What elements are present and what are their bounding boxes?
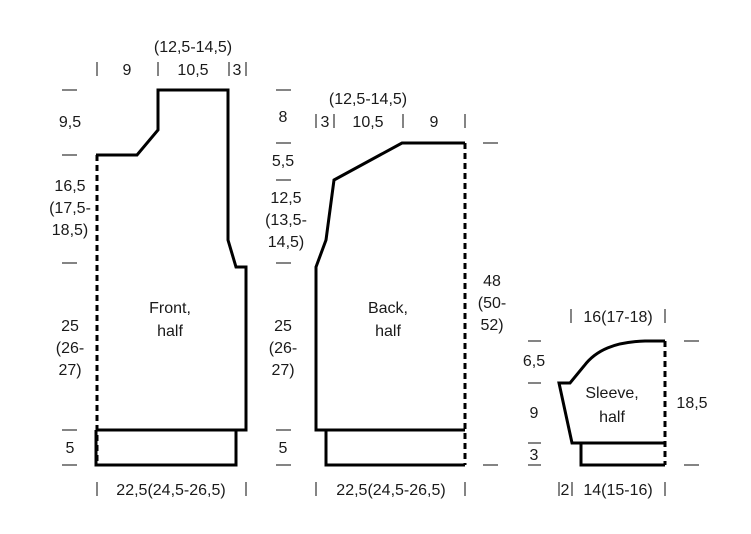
back-armhole-height-sizes: (13,5- — [265, 212, 307, 229]
back-label: Back, — [368, 300, 408, 317]
front-piece: (12,5-14,5) 9 10,5 3 9,5 16,5 (17,5- 18,… — [49, 39, 248, 499]
back-edge-width: 3 — [321, 114, 330, 131]
front-rib-height: 5 — [66, 440, 75, 457]
sleeve-piece: 16(17-18) 6,5 9 3 18,5 Sleeve, half 2 14… — [523, 309, 708, 499]
back-armhole-height: 12,5 — [270, 190, 301, 207]
front-label: Front, — [149, 300, 191, 317]
back-piece: (12,5-14,5) 3 10,5 9 8 5,5 12,5 (13,5- 1… — [265, 89, 506, 499]
sleeve-cuff-width: 14(15-16) — [583, 482, 652, 499]
front-shoulder-width: 9 — [123, 62, 132, 79]
front-ribbing — [94, 430, 238, 467]
back-armhole-height-sizes: 14,5) — [268, 234, 304, 251]
back-shoulder-width: 9 — [430, 114, 439, 131]
front-body-height-sizes: 27) — [58, 362, 81, 379]
front-label-sub: half — [157, 323, 183, 340]
back-neck-width-sizes: (12,5-14,5) — [329, 91, 407, 108]
back-neck-height: 8 — [279, 109, 288, 126]
sleeve-top-width: 16(17-18) — [583, 309, 652, 326]
front-armhole-height: 16,5 — [54, 178, 85, 195]
back-body-height-sizes: (26- — [269, 340, 297, 357]
back-label-sub: half — [375, 323, 401, 340]
sleeve-body-height: 9 — [530, 405, 539, 422]
front-outline — [96, 88, 248, 432]
back-body-height-sizes: 27) — [271, 362, 294, 379]
back-rib-height: 5 — [279, 440, 288, 457]
front-body-height: 25 — [61, 318, 79, 335]
sleeve-cap-height: 6,5 — [523, 353, 545, 370]
sleeve-cuff-height: 3 — [530, 447, 539, 464]
back-body-height: 25 — [274, 318, 292, 335]
front-width: 22,5(24,5-26,5) — [116, 482, 225, 499]
sleeve-outline — [557, 339, 665, 445]
front-neck-width-sizes: (12,5-14,5) — [154, 39, 232, 56]
back-total-length: 48 — [483, 273, 501, 290]
sleeve-label: Sleeve, — [585, 385, 638, 402]
back-outline — [314, 141, 465, 432]
front-body-height-sizes: (26- — [56, 340, 84, 357]
back-total-length-sizes: 52) — [480, 317, 503, 334]
front-neck-height: 9,5 — [59, 114, 81, 131]
front-neck-width: 10,5 — [177, 62, 208, 79]
sleeve-total-length: 18,5 — [676, 395, 707, 412]
back-neck-width: 10,5 — [352, 114, 383, 131]
back-width: 22,5(24,5-26,5) — [336, 482, 445, 499]
sleeve-label-sub: half — [599, 409, 625, 426]
back-ribbing — [324, 430, 465, 467]
back-shoulder-height: 5,5 — [272, 153, 294, 170]
front-armhole-height-sizes: (17,5- — [49, 200, 91, 217]
back-total-length-sizes: (50- — [478, 295, 506, 312]
front-armhole-height-sizes: 18,5) — [52, 222, 88, 239]
sleeve-edge-width: 2 — [561, 482, 570, 499]
sleeve-cuff — [579, 443, 665, 467]
front-edge-width: 3 — [233, 62, 242, 79]
